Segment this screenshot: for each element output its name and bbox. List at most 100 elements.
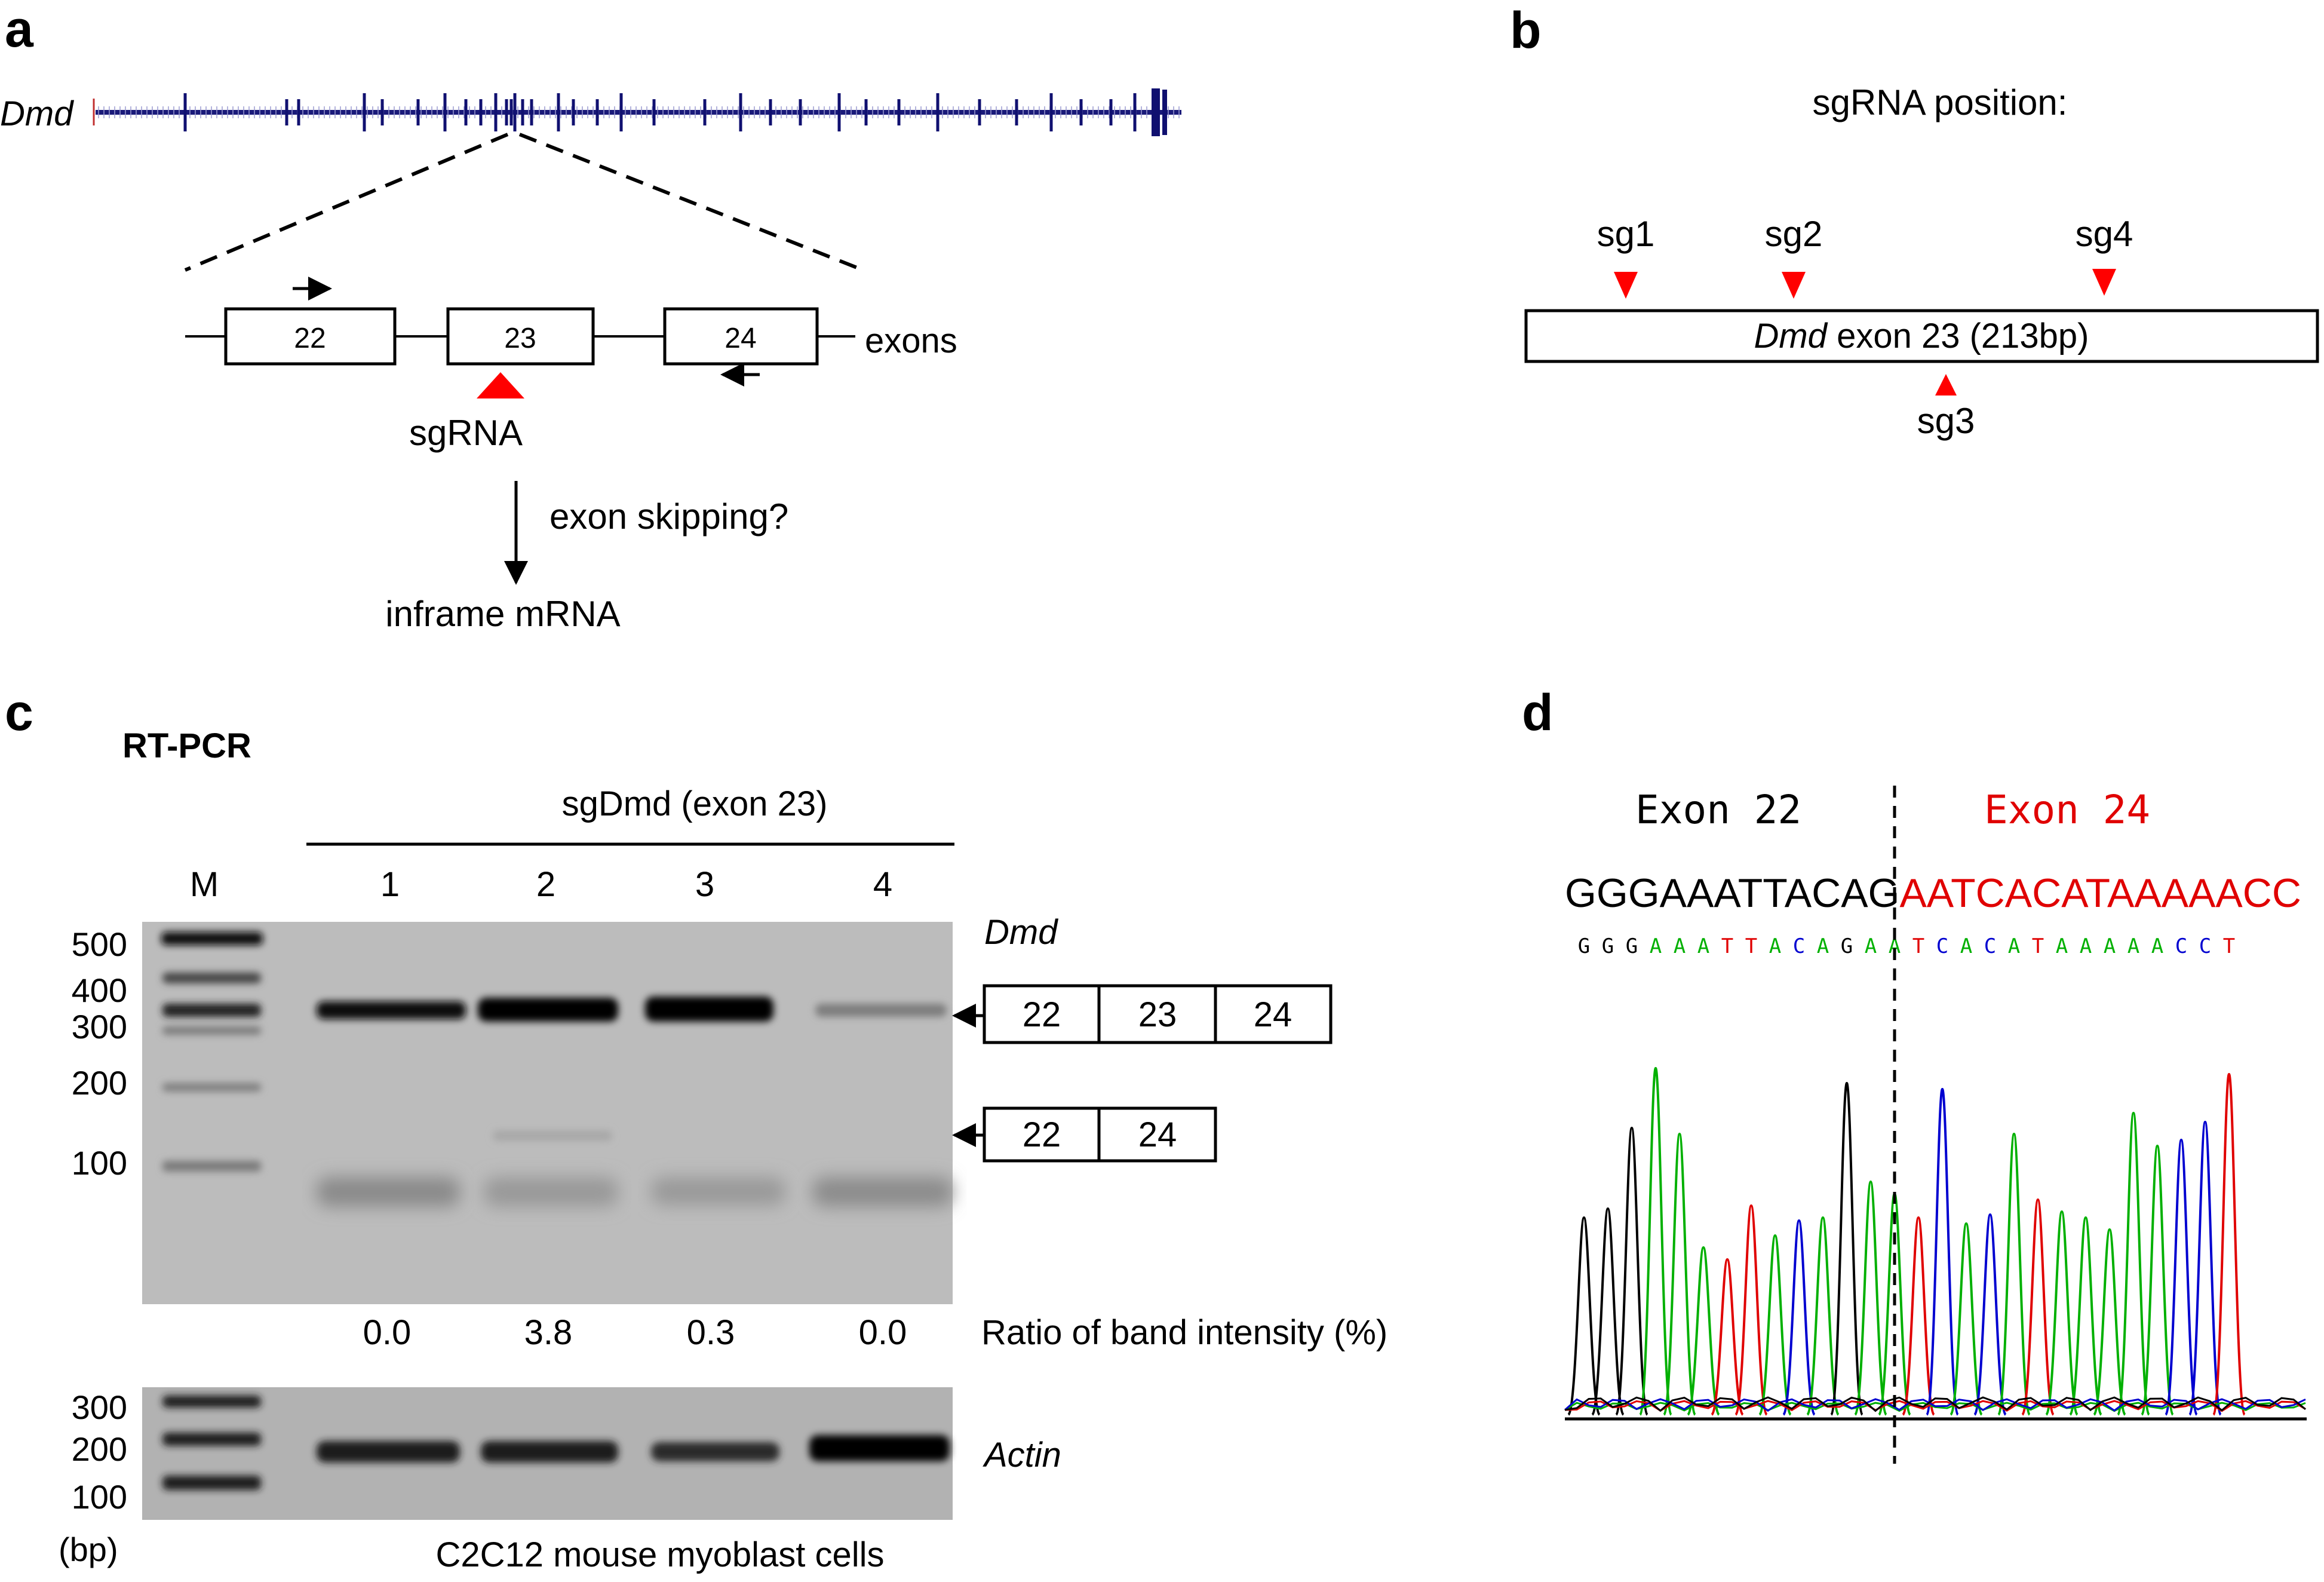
trace-baseline: [1564, 1396, 2306, 1412]
base-call: G: [1602, 934, 1614, 958]
trace-peak: [1902, 1216, 1935, 1416]
actin-ladder-100: 100: [72, 1478, 127, 1516]
trace-peak: [1687, 1246, 1720, 1416]
ladder-400: 400: [72, 971, 127, 1009]
panel-d: d Exon 22 Exon 24 GGGAAATTACAGAATCACATAA…: [1522, 684, 2307, 1464]
trace-peak: [2045, 1210, 2079, 1416]
ladder-100: 100: [72, 1144, 127, 1182]
cell-line-label: C2C12 mouse myoblast cells: [435, 1535, 884, 1574]
svg-text:22: 22: [1023, 995, 1061, 1034]
lane-1-label: 1: [380, 865, 400, 904]
ratio-lane-3: 0.3: [687, 1313, 735, 1352]
base-call: C: [1984, 934, 1996, 958]
lane-3-label: 3: [695, 865, 714, 904]
trace-peak: [2093, 1228, 2126, 1416]
trace-peak: [1830, 1081, 1864, 1416]
base-call: A: [2104, 934, 2116, 958]
actin-ladder-200: 200: [72, 1430, 127, 1468]
lane-4-label: 4: [873, 865, 892, 904]
actin-ladder-300: 300: [72, 1388, 127, 1426]
sgrna-position-title: sgRNA position:: [1813, 82, 2068, 122]
trace-peak: [1758, 1234, 1792, 1416]
zoom-line-left: [184, 133, 509, 272]
base-call: A: [2127, 934, 2139, 958]
trace-peak: [1926, 1087, 1959, 1416]
gene-track: [93, 88, 1181, 136]
base-call: A: [2080, 934, 2092, 958]
svg-text:24: 24: [1138, 1115, 1177, 1154]
panel-a: a Dmd 22 23 24 exons: [0, 1, 1181, 634]
trace-peak: [1782, 1219, 1816, 1416]
base-call: C: [2199, 934, 2211, 958]
trace-peak: [2188, 1120, 2222, 1416]
base-call: A: [1960, 934, 1972, 958]
base-call: A: [2056, 934, 2068, 958]
base-call: G: [1578, 934, 1590, 958]
sgdmd-group-label: sgDmd (exon 23): [562, 784, 828, 823]
panel-d-label: d: [1522, 684, 1554, 741]
trace-peak: [1997, 1132, 2031, 1416]
exon-23-bar: [1524, 309, 2319, 363]
exons-label: exons: [865, 321, 957, 360]
sg1-triangle-icon: [1614, 272, 1638, 299]
trace-peak: [1950, 1222, 1983, 1416]
base-call: T: [2032, 934, 2044, 958]
trace-peak: [2117, 1111, 2150, 1416]
trace-peak: [1734, 1204, 1768, 1416]
trace-baseline: [1564, 1400, 2306, 1412]
sgrna-label: sgRNA: [409, 413, 523, 453]
inframe-mrna-label: inframe mRNA: [385, 594, 620, 634]
dmd-gel-image: [142, 922, 953, 1304]
trace-peak: [1591, 1207, 1625, 1416]
panel-b-label: b: [1510, 2, 1542, 59]
skip-product-diagram: 22 24: [983, 1106, 1217, 1163]
base-call: T: [1912, 934, 1924, 958]
exon-24-heading: Exon 24: [1984, 787, 2150, 833]
base-call: A: [1650, 934, 1662, 958]
panel-a-label: a: [5, 1, 34, 58]
lane-2-label: 2: [536, 865, 555, 904]
base-call: A: [2151, 934, 2163, 958]
trace-peak: [2212, 1072, 2246, 1416]
trace-peak: [1711, 1258, 1744, 1416]
gene-track-label: Dmd: [0, 94, 74, 133]
base-call: A: [1697, 934, 1709, 958]
consensus-sequence: GGGAAATTACAGAATCACATAAAAACC: [1565, 870, 2301, 916]
base-call: A: [1817, 934, 1829, 958]
zoom-line-right: [518, 133, 864, 272]
actin-gel-image: [142, 1387, 953, 1520]
dmd-gel-label: Dmd: [984, 913, 1058, 952]
ladder-200: 200: [72, 1064, 127, 1102]
trace-peak: [2165, 1138, 2198, 1416]
base-call: T: [1721, 934, 1733, 958]
trace-peak: [1615, 1126, 1648, 1416]
base-call: G: [1841, 934, 1853, 958]
exon-skipping-label: exon skipping?: [549, 496, 788, 536]
base-call: A: [1865, 934, 1877, 958]
svg-text:24: 24: [1254, 995, 1293, 1034]
panel-b: b sgRNA position: Dmd exon 23 (213bp) sg…: [1510, 2, 2319, 441]
trace-baseline: [1564, 1402, 2306, 1412]
ladder-300: 300: [72, 1008, 127, 1046]
trace-peak: [2141, 1144, 2174, 1416]
trace-peak: [1663, 1132, 1696, 1416]
ladder-500: 500: [72, 925, 127, 963]
actin-label: Actin: [983, 1436, 1061, 1474]
exon-22-sequence: GGGAAATTACAG: [1565, 870, 1899, 916]
trace-peak: [1639, 1066, 1672, 1416]
exon-24-label: 24: [724, 323, 756, 354]
base-call: A: [2008, 934, 2020, 958]
sg3-label: sg3: [1917, 401, 1975, 441]
exon-22-label: 22: [294, 323, 326, 354]
exon-ticks: [183, 93, 1137, 131]
trace-peak: [1854, 1180, 1887, 1416]
base-call: A: [1889, 934, 1901, 958]
sg2-label: sg2: [1765, 214, 1823, 254]
exon-23-label: 23: [504, 323, 536, 354]
ratio-lane-2: 3.8: [524, 1313, 573, 1352]
trace-baseline: [1564, 1398, 2306, 1412]
panel-c-label: c: [5, 684, 33, 741]
exon-24: 24: [663, 307, 819, 366]
